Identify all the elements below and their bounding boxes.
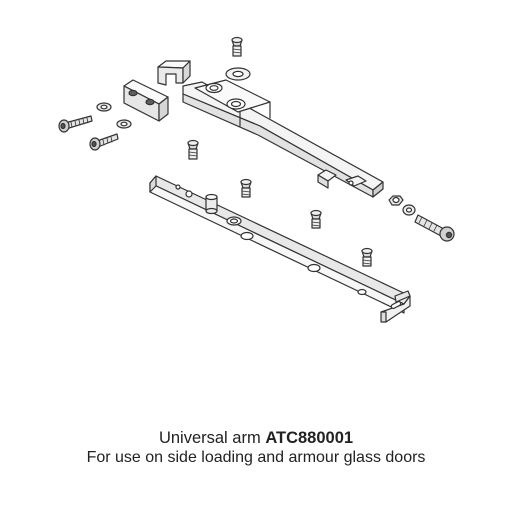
countersunk-screw-track-1: [240, 178, 252, 198]
left-bracket-block: [123, 79, 169, 122]
arm-holes: [205, 82, 354, 186]
product-title: Universal arm ATC880001: [0, 429, 512, 448]
countersunk-screw-track-2: [310, 209, 322, 229]
socket-screw-left-upper: [58, 115, 93, 133]
socket-screw-left-lower: [89, 133, 119, 151]
track-stud: [205, 193, 218, 215]
socket-screw-right: [414, 214, 455, 242]
countersunk-screw-track-3: [361, 247, 373, 267]
product-description: For use on side loading and armour glass…: [86, 449, 426, 466]
hex-nut-right: [388, 195, 404, 206]
track-holes: [175, 184, 367, 296]
exploded-assembly-drawing: [58, 36, 455, 323]
lock-washers: [96, 102, 132, 129]
product-code: ATC880001: [265, 429, 354, 447]
product-name: Universal arm: [158, 429, 261, 447]
washer-right: [402, 204, 416, 216]
countersunk-screw-top: [231, 36, 243, 57]
countersunk-screw-arm: [187, 139, 199, 160]
main-arm: [157, 60, 384, 198]
flat-washer: [225, 67, 251, 81]
